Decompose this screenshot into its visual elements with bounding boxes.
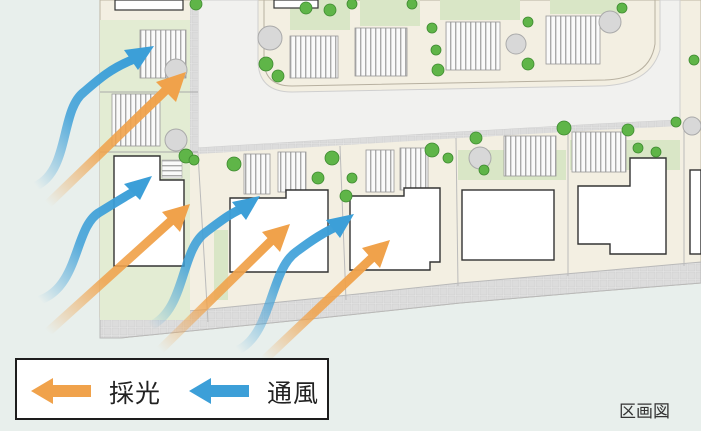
blue-arrow-icon xyxy=(124,176,152,200)
trees xyxy=(178,0,700,203)
orange-arrow-icon xyxy=(162,204,190,232)
stairs xyxy=(161,159,183,179)
house xyxy=(577,157,667,255)
orange-arrow-icon xyxy=(362,240,390,268)
orange-arrow-icon xyxy=(156,72,186,102)
blue-arrow-icon xyxy=(124,46,154,70)
legend-wind-label: 通風 xyxy=(267,379,320,408)
house xyxy=(273,0,319,9)
wind-arrowheads xyxy=(124,46,354,238)
light-arrow xyxy=(156,236,276,354)
carport xyxy=(289,35,339,79)
garden xyxy=(440,0,520,20)
blue-arrow-icon xyxy=(189,378,249,404)
legend: 採光 通風 xyxy=(15,358,329,420)
light-arrow xyxy=(44,86,170,208)
carport xyxy=(399,147,429,191)
carport xyxy=(545,15,601,65)
lot-line xyxy=(455,137,459,287)
carport xyxy=(365,149,395,193)
house xyxy=(689,169,701,255)
carport xyxy=(243,153,271,195)
orange-arrow-icon xyxy=(31,378,91,404)
patio xyxy=(598,10,622,34)
wind-arrows xyxy=(31,55,347,355)
road-curb-left xyxy=(190,0,198,154)
patio xyxy=(505,33,527,55)
carport xyxy=(571,131,627,173)
light-arrow xyxy=(260,252,378,364)
wind-arrow xyxy=(233,219,347,355)
caption: 区画図 xyxy=(619,402,670,422)
sidewalk xyxy=(99,261,701,339)
light-arrowheads xyxy=(156,72,390,268)
orange-arrow-icon xyxy=(262,224,290,252)
light-arrow xyxy=(44,216,176,336)
wind-arrow xyxy=(35,183,145,305)
blue-arrow-icon xyxy=(232,196,260,220)
wind-arrow xyxy=(145,201,253,331)
patio xyxy=(257,25,283,51)
carport xyxy=(445,21,501,71)
wind-arrow xyxy=(31,55,137,191)
carport xyxy=(354,27,408,77)
garden xyxy=(550,0,620,14)
carport xyxy=(277,151,307,193)
patio xyxy=(682,116,701,136)
house xyxy=(114,0,184,11)
patio xyxy=(468,146,492,170)
carport xyxy=(503,135,557,177)
house xyxy=(461,189,555,261)
patio xyxy=(164,128,188,152)
legend-light-label: 採光 xyxy=(109,379,162,408)
internal-road xyxy=(197,0,681,149)
light-arrows xyxy=(44,86,378,364)
house xyxy=(349,187,441,271)
blue-arrow-icon xyxy=(326,214,354,238)
